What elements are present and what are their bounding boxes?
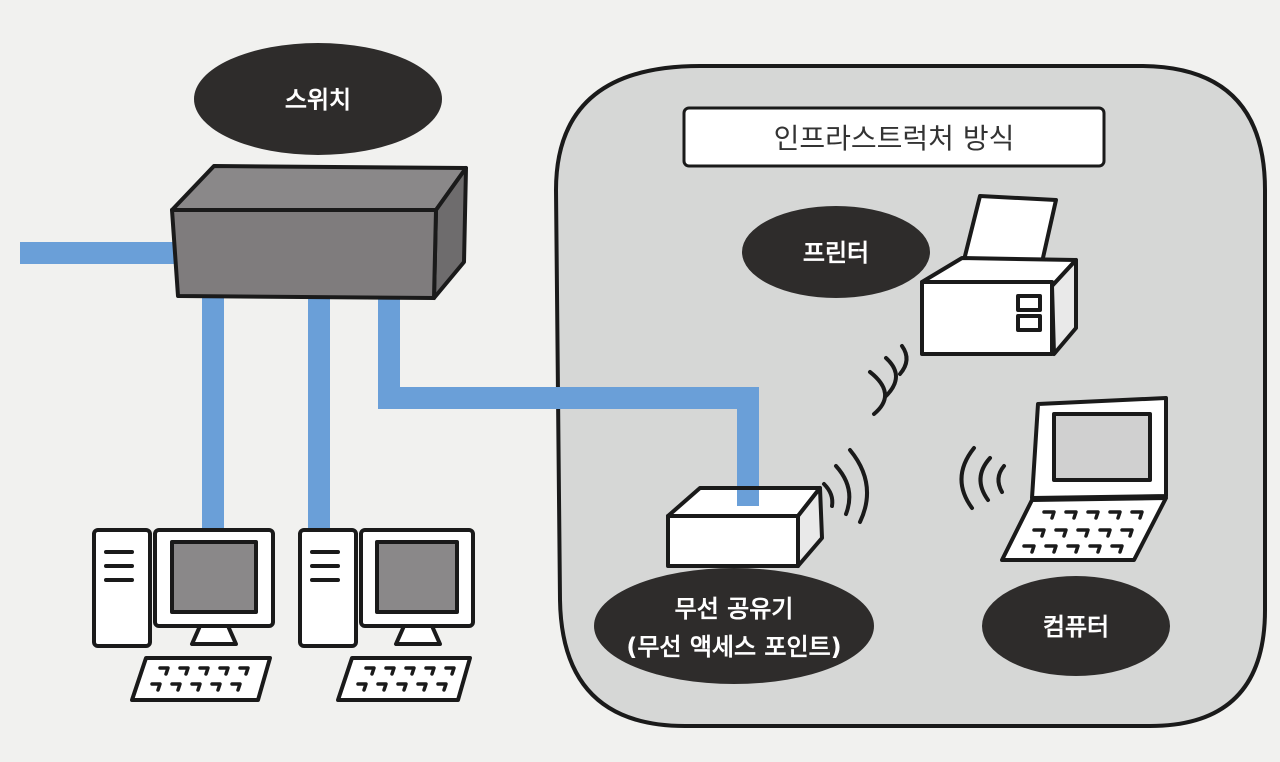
computer-label-text: 컴퓨터 xyxy=(1043,613,1109,641)
wireless-router-label: 무선 공유기 (무선 액세스 포인트) xyxy=(594,568,874,684)
laptop-icon xyxy=(1000,396,1168,562)
infrastructure-mode-title: 인프라스트럭처 방식 xyxy=(682,106,1106,168)
cable-to-router xyxy=(378,290,759,508)
switch-label-text: 스위치 xyxy=(285,86,351,114)
network-switch-icon xyxy=(170,164,468,300)
printer-icon xyxy=(920,194,1078,356)
printer-label-text: 프린터 xyxy=(803,239,869,267)
wireless-router-label-line1: 무선 공유기 xyxy=(675,595,794,623)
wireless-signal-icon xyxy=(822,448,870,524)
wireless-router-icon xyxy=(666,486,824,568)
wireless-signal-icon xyxy=(959,446,1006,510)
switch-label: 스위치 xyxy=(194,43,442,155)
computer-label: 컴퓨터 xyxy=(982,576,1170,676)
network-cables xyxy=(20,242,759,534)
wireless-router-label-line2: (무선 액세스 포인트) xyxy=(626,633,841,661)
infrastructure-mode-label: 인프라스트럭처 방식 xyxy=(774,122,1015,155)
desktop-computer-icon xyxy=(92,528,275,702)
printer-label: 프린터 xyxy=(742,206,930,298)
desktop-computer-icon xyxy=(298,528,475,702)
wireless-signal-icon xyxy=(868,344,909,416)
